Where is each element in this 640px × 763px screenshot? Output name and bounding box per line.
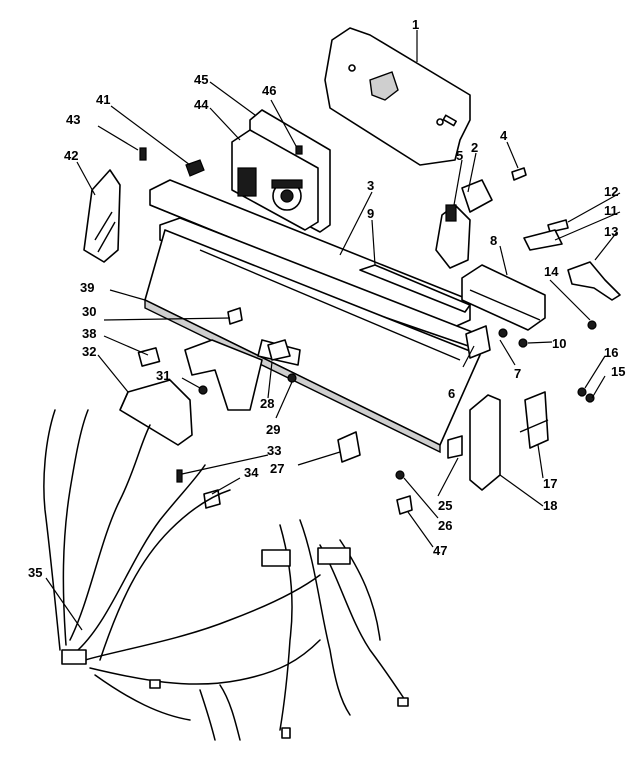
part-15-screw — [585, 393, 595, 403]
callout-1: 1 — [412, 17, 419, 32]
part-10-nut — [518, 338, 528, 348]
callout-10: 10 — [552, 336, 566, 351]
callout-16: 16 — [604, 345, 618, 360]
callout-35: 35 — [28, 565, 42, 580]
callout-46: 46 — [262, 83, 276, 98]
callout-41: 41 — [96, 92, 110, 107]
callout-43: 43 — [66, 112, 80, 127]
part-13-lever — [567, 261, 621, 301]
callout-4: 4 — [500, 128, 508, 143]
part-14-screw — [587, 320, 597, 330]
leader-lines — [45, 30, 621, 631]
callout-17: 17 — [543, 476, 557, 491]
callout-47: 47 — [433, 543, 447, 558]
part-43-screw — [139, 147, 147, 161]
part-1-rear-panel — [324, 27, 471, 166]
part-44-control-board — [231, 129, 319, 231]
callout-34: 34 — [244, 465, 259, 480]
part-42-end-cap-left — [83, 169, 121, 263]
part-16-screw — [577, 387, 587, 397]
part-8-control-module — [461, 264, 546, 331]
callout-12: 12 — [604, 184, 618, 199]
callout-18: 18 — [543, 498, 557, 513]
callout-labels: 1 2 4 5 3 9 8 12 11 13 14 10 7 6 16 15 1… — [28, 17, 625, 580]
part-18-end-cap-right — [469, 394, 501, 491]
callout-5: 5 — [456, 148, 463, 163]
callout-15: 15 — [611, 364, 625, 379]
callout-26: 26 — [438, 518, 452, 533]
callout-6: 6 — [448, 386, 455, 401]
callout-39: 39 — [80, 280, 94, 295]
callout-8: 8 — [490, 233, 497, 248]
callout-38: 38 — [82, 326, 96, 341]
callout-3: 3 — [367, 178, 374, 193]
part-28-clip — [267, 339, 291, 361]
part-35-wiring-harness — [43, 409, 409, 741]
callout-30: 30 — [82, 304, 96, 319]
part-2-bracket — [461, 179, 493, 213]
part-32-light-housing — [119, 379, 193, 446]
callout-9: 9 — [367, 206, 374, 221]
part-5-switch-housing — [435, 204, 471, 269]
part-31-screw — [198, 385, 208, 395]
callout-2: 2 — [471, 140, 478, 155]
part-12-screw — [547, 219, 569, 233]
callout-14: 14 — [544, 264, 559, 279]
callout-25: 25 — [438, 498, 452, 513]
callout-7: 7 — [514, 366, 521, 381]
part-11-latch — [523, 229, 563, 251]
callout-31: 31 — [156, 368, 170, 383]
callout-27: 27 — [270, 461, 284, 476]
callout-11: 11 — [604, 203, 618, 218]
part-41-clip — [185, 159, 205, 177]
callout-44: 44 — [194, 97, 209, 112]
part-4-screw — [511, 167, 527, 181]
part-29-screw — [287, 373, 297, 383]
part-26-screw — [395, 470, 405, 480]
callout-28: 28 — [260, 396, 274, 411]
part-38-knob — [137, 347, 161, 367]
part-25-clip — [447, 435, 463, 459]
callout-13: 13 — [604, 224, 618, 239]
part-17-hinge — [519, 391, 549, 449]
part-47-clip — [396, 495, 413, 515]
part-34-clip — [203, 489, 221, 509]
part-46-screw — [295, 145, 303, 155]
part-7-nut — [498, 328, 508, 338]
callout-45: 45 — [194, 72, 208, 87]
part-27-foot — [337, 431, 361, 463]
callout-32: 32 — [82, 344, 96, 359]
part-30-knob-cap — [227, 307, 243, 325]
callout-42: 42 — [64, 148, 78, 163]
part-33-screw — [176, 469, 183, 483]
callout-29: 29 — [266, 422, 280, 437]
callout-33: 33 — [267, 443, 281, 458]
